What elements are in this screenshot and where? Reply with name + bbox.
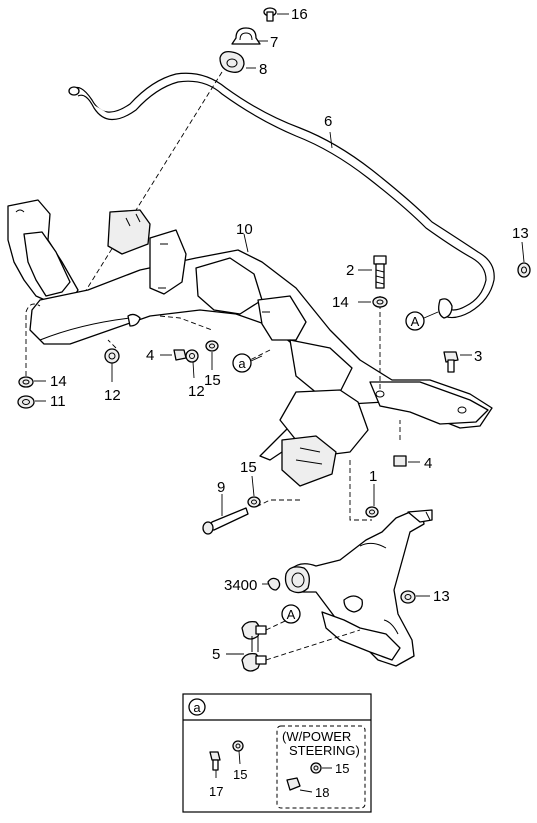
power-steering-line1: (W/POWER: [282, 729, 351, 744]
bushing-8: [219, 50, 256, 73]
bolt-2: [358, 255, 387, 289]
nut-11: [17, 395, 46, 409]
svg-text:A: A: [411, 314, 420, 329]
nut-12-mid: [185, 349, 199, 379]
inset-bolt-17: [209, 751, 221, 761]
circle-a-frame: a: [232, 353, 263, 373]
callout-4-right: 4: [424, 455, 432, 472]
power-steering-box: [276, 725, 366, 809]
inset-ref-label: a: [193, 700, 201, 715]
inset-box: a 17 15 (W/POWER STEERING) 15 18: [182, 693, 372, 813]
ps-nut-15: [310, 762, 322, 774]
bracket-7: [231, 27, 268, 45]
bolt-9: [202, 494, 249, 535]
bolt-4-left: [160, 349, 187, 361]
callout-1: 1: [369, 468, 377, 485]
crossmember-10: [7, 199, 493, 487]
circle-A-stabilizer: A: [405, 311, 439, 331]
ps-label-18: 18: [315, 785, 329, 800]
power-steering-line2: STEERING): [289, 743, 360, 758]
callout-14-mid: 14: [332, 294, 349, 311]
nut-14-left: [18, 376, 46, 388]
stabilizer-bar-6: [68, 72, 495, 319]
circle-A-arm: A: [281, 604, 301, 624]
callout-13-low: 13: [433, 588, 450, 605]
callout-12-left: 12: [104, 387, 121, 404]
nut-15-low: [247, 475, 261, 508]
callout-3400: 3400: [224, 577, 257, 594]
callout-13-top: 13: [512, 225, 529, 242]
callout-10: 10: [236, 221, 253, 238]
clip-3400: [262, 577, 281, 591]
svg-text:a: a: [238, 356, 246, 371]
callout-14-left: 14: [50, 373, 67, 390]
callout-7: 7: [270, 34, 278, 51]
bolt-3: [443, 351, 472, 373]
callout-5: 5: [212, 646, 220, 663]
nut-15-left: [205, 340, 219, 370]
inset-label-17: 17: [209, 784, 223, 799]
inset-label-15: 15: [233, 767, 247, 782]
callout-16: 16: [291, 6, 308, 23]
callout-4-left: 4: [146, 347, 154, 364]
nut-13-low: [400, 590, 430, 604]
callout-11: 11: [50, 393, 66, 410]
callout-8: 8: [259, 61, 267, 78]
stabilizer-link-5: [226, 613, 361, 672]
inset-nut-15: [232, 740, 244, 752]
callout-9: 9: [217, 479, 225, 496]
nut-13-top: [517, 241, 531, 278]
bolt-4-right: [393, 455, 420, 467]
callout-15-low: 15: [240, 459, 257, 476]
nut-12-left: [104, 348, 120, 382]
ps-label-15: 15: [335, 761, 349, 776]
callout-15-left: 15: [204, 372, 221, 389]
callout-12-mid: 12: [188, 383, 205, 400]
ps-bolt-18: [286, 777, 301, 791]
nut-14-mid: [358, 296, 388, 308]
lower-arm: [284, 509, 433, 667]
svg-text:A: A: [287, 607, 296, 622]
callout-2: 2: [346, 262, 354, 279]
callout-6: 6: [324, 113, 332, 130]
nut-1: [365, 484, 379, 518]
bolt-16: [263, 7, 289, 22]
callout-3: 3: [474, 348, 482, 365]
